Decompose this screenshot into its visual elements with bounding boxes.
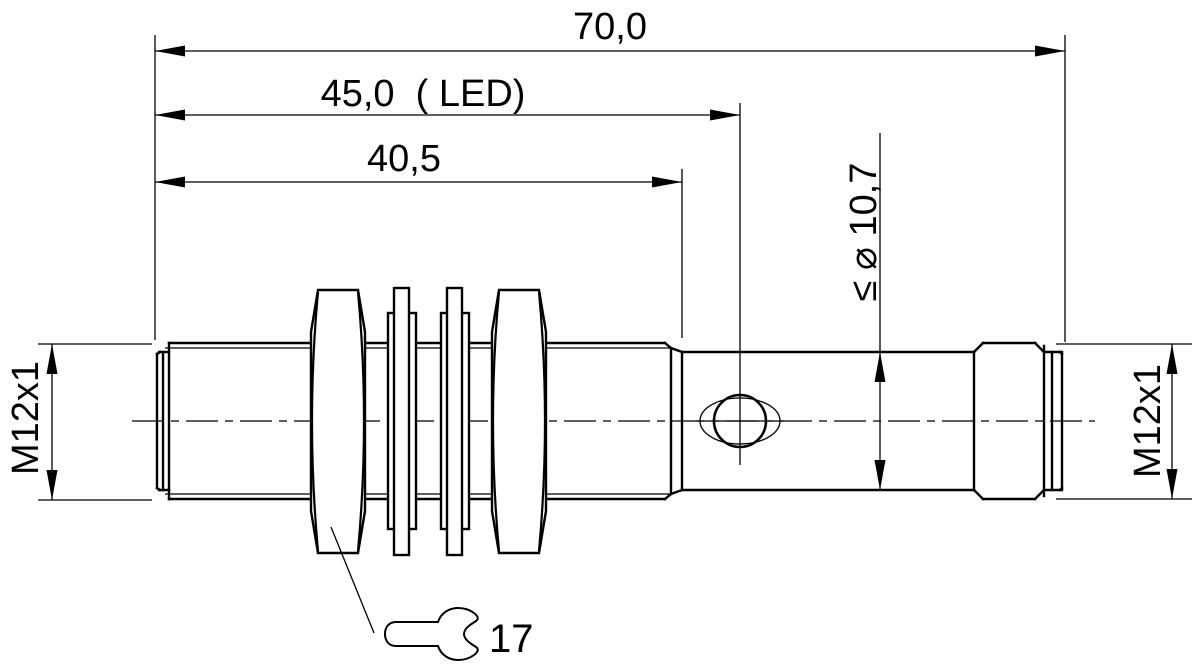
extension-lines <box>38 35 1192 501</box>
lock-washer-1 <box>386 286 418 557</box>
dim-thread-length: 40,5 <box>155 138 682 188</box>
arrow-up-icon <box>874 352 886 382</box>
wrench-size-label: 17 <box>489 617 534 661</box>
arrow-down-icon <box>1166 469 1178 499</box>
leader-line <box>330 526 375 634</box>
arrow-right-icon <box>652 176 682 188</box>
arrow-up-icon <box>46 344 58 374</box>
dim-front-thread: M12x1 <box>5 344 58 500</box>
dim-overall-length: 70,0 <box>155 6 1065 57</box>
arrow-up-icon <box>1166 344 1178 374</box>
arrow-right-icon <box>710 109 740 121</box>
mounting-hardware <box>309 286 548 557</box>
dim-connector-thread-label: M12x1 <box>1127 364 1169 478</box>
dim-connector-thread: M12x1 <box>1127 344 1178 499</box>
arrow-right-icon <box>1035 45 1065 57</box>
arrow-down-icon <box>46 470 58 500</box>
hex-nut-rear <box>490 288 548 555</box>
dim-overall-length-label: 70,0 <box>573 6 647 48</box>
arrow-left-icon <box>155 109 185 121</box>
arrow-left-icon <box>155 176 185 188</box>
connector-end-cap <box>1042 350 1064 492</box>
wrench-size-callout: 17 <box>330 526 534 662</box>
arrow-left-icon <box>155 45 185 57</box>
lock-washer-2 <box>439 286 471 557</box>
sensing-face-cap <box>155 341 171 501</box>
dim-led-position-label: 45,0 ( LED) <box>321 73 526 115</box>
wrench-icon <box>383 606 479 662</box>
smooth-body <box>680 350 976 492</box>
sensor-body-outline <box>155 341 1064 501</box>
dim-front-thread-label: M12x1 <box>5 361 47 475</box>
connector-ring <box>972 341 1046 501</box>
arrow-down-icon <box>874 460 886 490</box>
dim-thread-length-label: 40,5 <box>367 138 441 180</box>
dim-led-position: 45,0 ( LED) <box>155 73 740 121</box>
hex-nut-front <box>309 288 367 555</box>
dim-body-diameter-label: ≤ ⌀ 10,7 <box>843 163 885 302</box>
dim-body-diameter: ≤ ⌀ 10,7 <box>843 133 886 490</box>
